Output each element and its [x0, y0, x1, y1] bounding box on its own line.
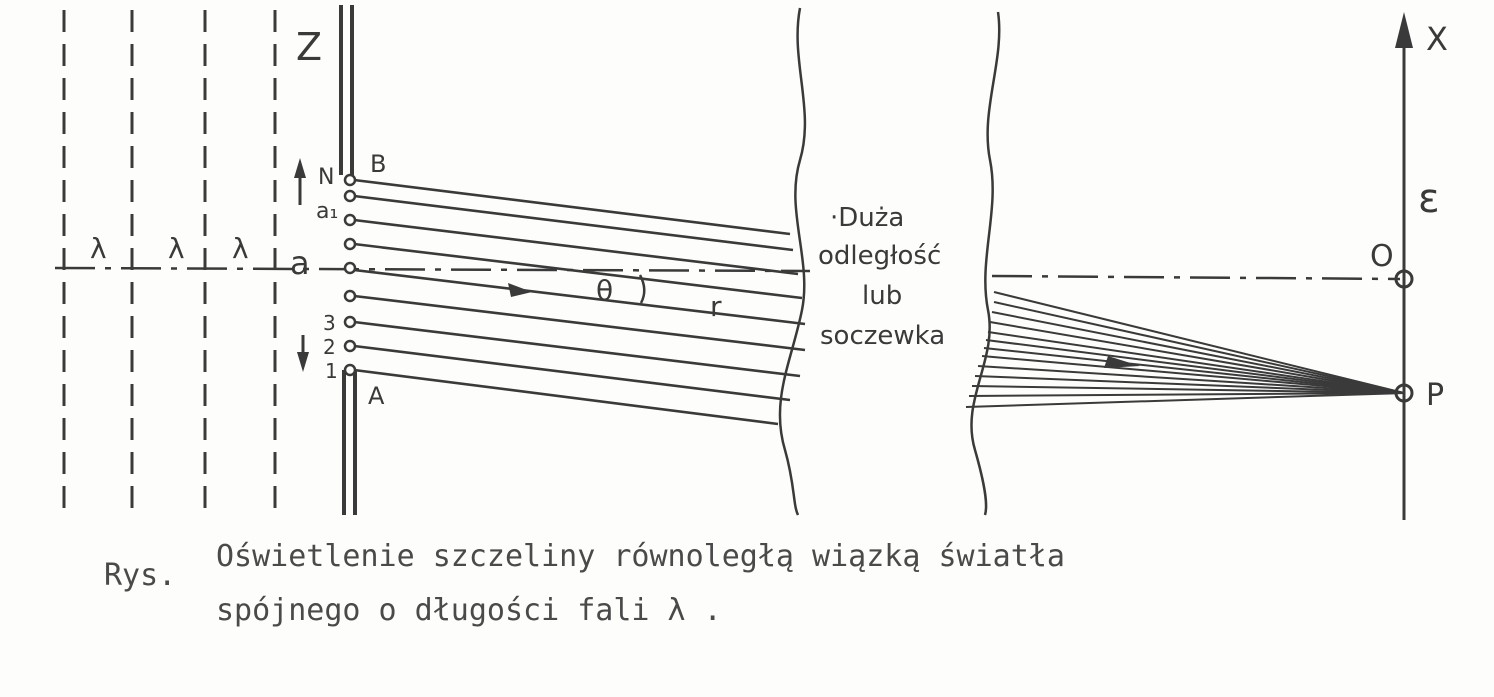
slit-points: [343, 173, 357, 377]
label-lambda-3: λ: [232, 232, 249, 265]
label-a1: a₁: [316, 199, 338, 224]
label-lambda-2: λ: [168, 232, 185, 265]
label-lambda-1: λ: [90, 232, 107, 265]
caption-line2: spójnego o długości fali λ .: [216, 593, 722, 628]
middle-text-line3: lub: [862, 281, 902, 311]
converging-ray: [983, 347, 1405, 394]
theta-arc: [638, 274, 646, 304]
ray: [353, 368, 779, 426]
label-a: a: [290, 244, 310, 282]
optical-axis-right: [991, 274, 1401, 281]
ray: [353, 178, 791, 236]
up-arrow-head: [294, 158, 306, 178]
point-p: [1394, 383, 1414, 403]
break-line-left: [778, 7, 807, 516]
label-2: 2: [323, 335, 336, 359]
wavefronts: [62, 10, 277, 515]
point: [343, 189, 357, 203]
point-3: [343, 315, 357, 329]
point-n: [343, 173, 357, 187]
down-arrow-head: [297, 352, 309, 372]
point-center: [343, 261, 357, 275]
point: [343, 213, 357, 227]
slit-arrows: [294, 158, 309, 372]
converging-ray: [985, 339, 1405, 394]
converging-ray: [965, 392, 1405, 408]
converging-rays: [965, 291, 1405, 408]
ray: [353, 242, 803, 300]
label-r: r: [710, 290, 722, 323]
point-2: [343, 339, 357, 353]
middle-text-line1: ·Duża: [830, 203, 904, 233]
ray: [353, 344, 791, 402]
ray: [353, 218, 799, 276]
parallel-rays: [353, 178, 806, 426]
caption-prefix: Rys.: [104, 558, 176, 593]
ray: [353, 294, 806, 352]
point-1: [343, 363, 357, 377]
label-3: 3: [323, 311, 336, 335]
label-epsilon: ε: [1418, 176, 1440, 222]
converging-ray: [993, 291, 1405, 394]
converging-ray: [981, 355, 1405, 394]
ray-direction-arrow: [508, 283, 532, 297]
label-edge-a: A: [368, 382, 385, 410]
ray: [353, 268, 806, 326]
middle-text-line4: soczewka: [820, 321, 945, 351]
point: [343, 237, 357, 251]
converging-ray: [993, 301, 1405, 394]
converging-ray: [971, 385, 1405, 394]
middle-text-line2: odległość: [818, 241, 941, 271]
optical-axis: [54, 266, 1401, 281]
converging-ray: [989, 321, 1405, 394]
break-line-right: [970, 11, 1001, 516]
label-b: B: [370, 150, 386, 178]
label-z: Z: [296, 25, 322, 69]
converging-ray: [991, 311, 1405, 394]
origin-point: [1394, 269, 1414, 289]
point: [343, 289, 357, 303]
converging-arrow: [1104, 356, 1140, 368]
converging-ray: [968, 392, 1405, 397]
label-1: 1: [325, 359, 338, 383]
slit-screen: [339, 5, 357, 515]
converging-ray: [974, 375, 1405, 394]
break-lines: [778, 7, 1001, 516]
optical-axis-left: [54, 266, 811, 273]
ray: [353, 320, 801, 378]
converging-ray: [977, 365, 1405, 394]
converging-ray: [987, 331, 1405, 394]
caption-line1: Oświetlenie szczeliny równoległą wiązką …: [216, 539, 1065, 574]
label-theta: θ: [596, 274, 613, 307]
ray: [353, 194, 794, 252]
x-axis-arrow-icon: [1395, 12, 1413, 48]
label-p: P: [1426, 378, 1444, 413]
label-o: O: [1370, 239, 1394, 274]
label-n: N: [318, 165, 334, 190]
label-x: X: [1426, 20, 1448, 58]
